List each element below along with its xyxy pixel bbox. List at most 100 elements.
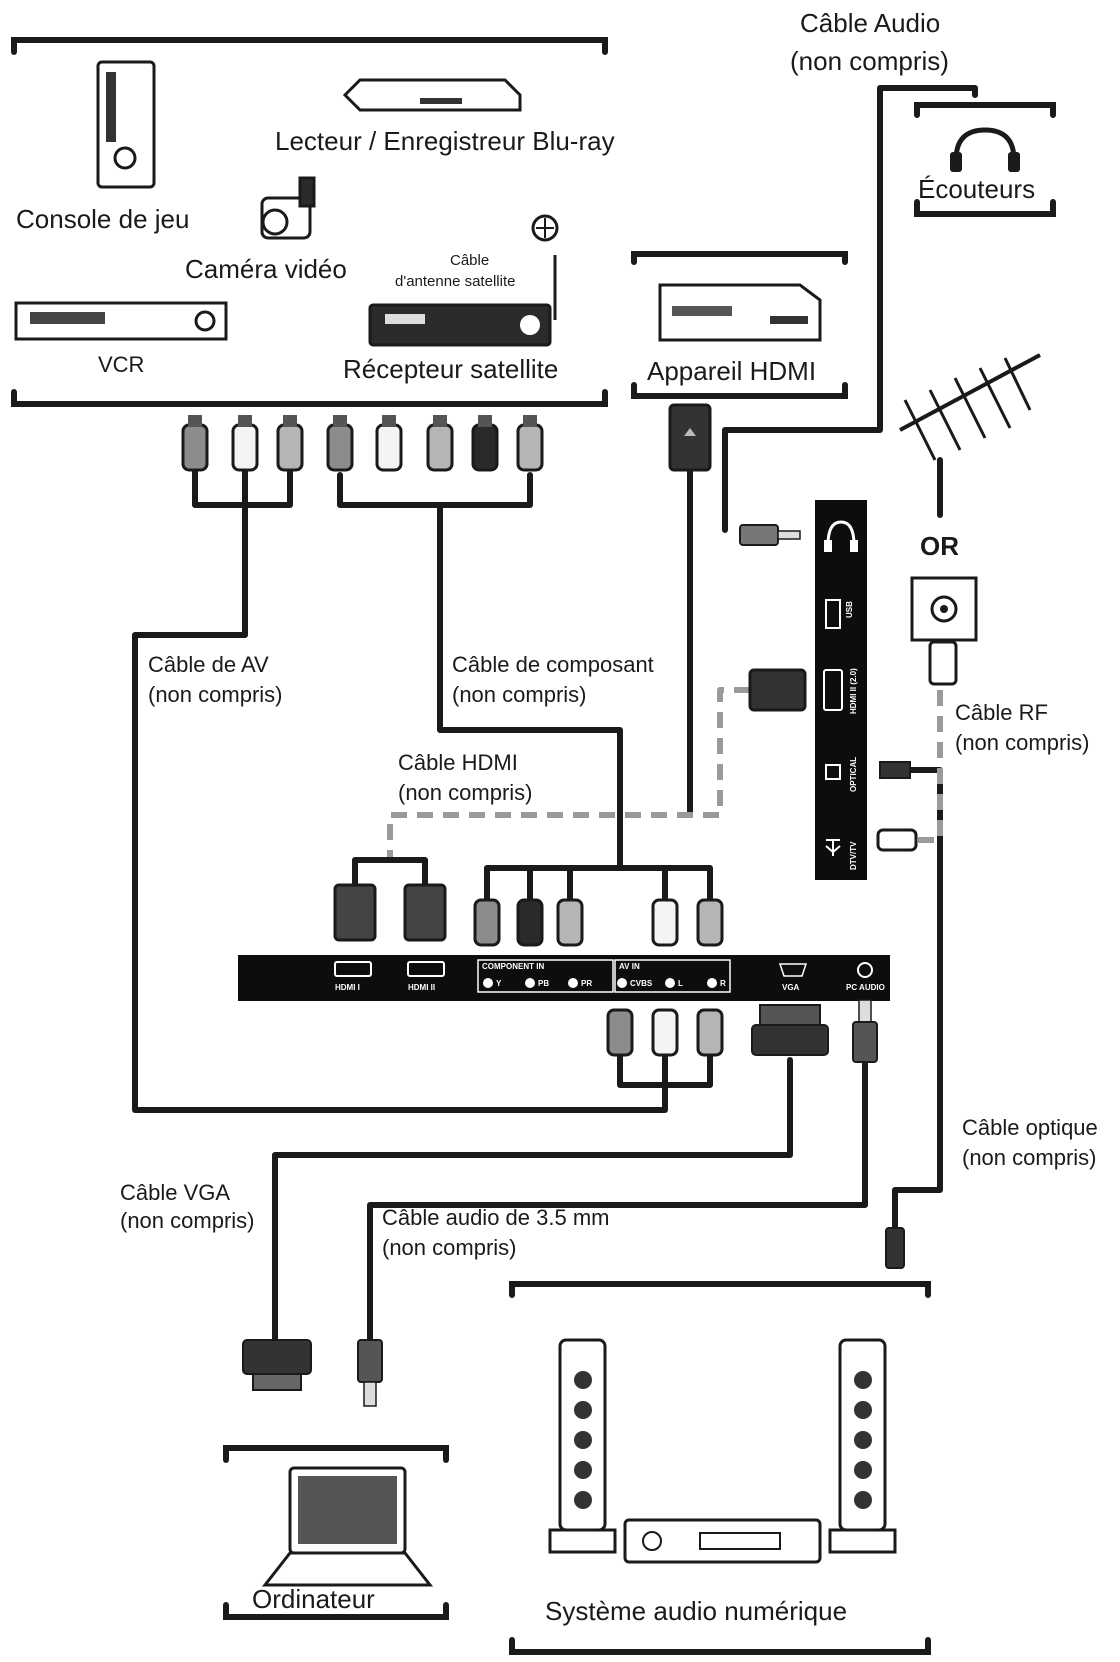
digital-audio-label: Système audio numérique	[545, 1596, 847, 1626]
speaker-right-icon	[828, 1338, 897, 1554]
component-back-connectors	[473, 898, 724, 947]
audio35-cable-note: (non compris)	[382, 1235, 516, 1260]
rca-plug	[326, 415, 354, 472]
svg-text:L: L	[678, 979, 683, 988]
rca-plug	[556, 898, 584, 947]
satellite-dish-icon	[531, 214, 559, 320]
hdmi1-port-label: HDMI I	[335, 983, 360, 992]
audio35-plug-bottom	[357, 1339, 383, 1407]
wall-outlet-icon	[910, 576, 978, 686]
optical-plug-bottom	[885, 1227, 905, 1269]
component-panel-line	[484, 865, 713, 908]
cvbs-port	[617, 978, 627, 988]
rca-plug	[426, 415, 454, 472]
rca-plug	[696, 898, 724, 947]
pc-audio-port-label: PC AUDIO	[846, 983, 885, 992]
rf-plug-icon	[876, 828, 918, 852]
svg-text:PB: PB	[538, 979, 549, 988]
component-cable-note: (non compris)	[452, 682, 586, 707]
av-lower-connectors	[606, 1008, 724, 1057]
hdmi-player-icon	[658, 283, 822, 342]
audio-cable-note: (non compris)	[790, 46, 949, 76]
optical-plug-icon	[879, 761, 911, 779]
satellite-receiver-icon	[368, 303, 552, 347]
rf-cable-label: Câble RF	[955, 700, 1048, 725]
vcr-icon	[14, 301, 228, 341]
computer-group: Ordinateur	[223, 1445, 449, 1620]
camcorder-label: Caméra vidéo	[185, 254, 347, 284]
hdmi-split-line	[352, 857, 428, 903]
component-cable-label: Câble de composant	[452, 652, 654, 677]
pr-port	[568, 978, 578, 988]
hdmi-cable-note: (non compris)	[398, 780, 532, 805]
vga-cable-note: (non compris)	[120, 1208, 254, 1233]
usb-port: USB	[825, 599, 854, 629]
vga-plug-panel	[751, 1004, 829, 1056]
hdmi-device-group: Appareil HDMI	[631, 251, 848, 399]
camcorder-icon	[260, 176, 316, 240]
l-port	[665, 978, 675, 988]
hdmi-cable-label: Câble HDMI	[398, 750, 518, 775]
rca-plug	[473, 898, 501, 947]
hdmi1-port	[334, 961, 372, 977]
rca-plug	[231, 415, 259, 472]
bluray-icon	[342, 78, 522, 112]
av-cable-label: Câble de AV	[148, 652, 269, 677]
y-port	[483, 978, 493, 988]
hdmi2-port-label: HDMI II (2.0)	[849, 668, 858, 714]
top-bracket-top	[11, 37, 608, 55]
component-in-box	[477, 959, 614, 993]
vga-port-label: VGA	[782, 983, 800, 992]
rca-plug	[375, 415, 403, 472]
svg-text:Y: Y	[496, 979, 502, 988]
vga-port	[778, 963, 808, 977]
rca-plug	[516, 898, 544, 947]
game-console-label: Console de jeu	[16, 204, 189, 234]
digital-audio-group: Système audio numérique	[509, 1281, 931, 1655]
pc-audio-port	[857, 962, 873, 978]
antenna-icon	[899, 353, 1041, 461]
rca-plug	[276, 415, 304, 472]
bluray-label: Lecteur / Enregistreur Blu-ray	[275, 126, 615, 156]
computer-label: Ordinateur	[252, 1584, 375, 1614]
audio35-cable-line	[367, 1057, 868, 1343]
rca-plug	[606, 1008, 634, 1057]
sat-antenna-cable-label-2: d'antenne satellite	[395, 273, 515, 290]
rca-plug	[651, 1008, 679, 1057]
rca-plug	[516, 415, 544, 472]
rf-dashed-line	[915, 690, 943, 843]
hdmi-dashed-line	[387, 687, 750, 860]
av-top-connectors	[181, 415, 304, 472]
top-bracket-bottom	[11, 389, 608, 407]
hdmi2-back-port-label: HDMI II	[408, 983, 435, 992]
av-in-box	[614, 959, 731, 993]
svg-text:R: R	[720, 979, 726, 988]
audio35-plug-panel	[852, 999, 878, 1063]
sat-antenna-cable-label-1: Câble	[450, 252, 489, 269]
av-in-label: AV IN	[619, 962, 640, 971]
hdmi-plug-back-1	[333, 883, 377, 942]
usb-port-label: USB	[845, 601, 854, 618]
audio-cable-label: Câble Audio	[800, 8, 940, 38]
or-label: OR	[920, 531, 959, 561]
headphones-group: Écouteurs	[914, 102, 1056, 217]
vga-cable-line	[272, 1057, 793, 1343]
hdmi-device-label: Appareil HDMI	[647, 356, 816, 386]
optical-cable-note: (non compris)	[962, 1145, 1096, 1170]
dtv-port-label: DTV/TV	[849, 841, 858, 870]
rca-plug	[696, 1008, 724, 1057]
vga-cable-label: Câble VGA	[120, 1180, 230, 1205]
optical-cable-line	[892, 767, 943, 1233]
hdmi-plug-back-2	[403, 883, 447, 942]
speaker-left-icon	[548, 1338, 617, 1554]
hdmi2-port: HDMI II (2.0)	[823, 668, 858, 714]
component-cable-line	[337, 472, 623, 868]
amplifier-icon	[623, 1518, 822, 1564]
sat-receiver-label: Récepteur satellite	[343, 354, 558, 384]
component-top-connectors	[326, 415, 544, 472]
rf-cable-note: (non compris)	[955, 730, 1089, 755]
component-in-label: COMPONENT IN	[482, 962, 544, 971]
r-port	[707, 978, 717, 988]
vga-plug-bottom	[242, 1339, 312, 1391]
